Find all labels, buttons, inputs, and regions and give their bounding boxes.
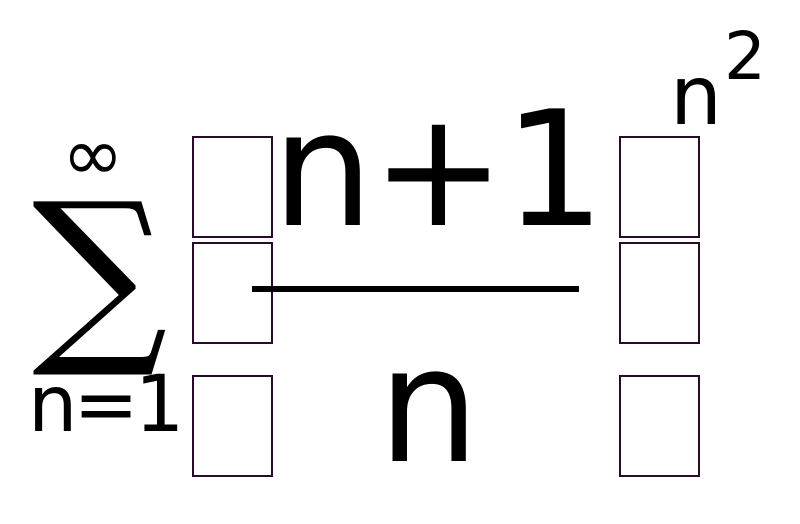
left-paren-bottom-box bbox=[192, 375, 273, 477]
left-paren-middle-box bbox=[192, 242, 273, 344]
right-paren-bottom-box bbox=[619, 375, 700, 477]
right-paren-top-box bbox=[619, 136, 700, 238]
exponent-base: n bbox=[670, 49, 722, 144]
fraction-numerator: n+1 bbox=[272, 76, 605, 263]
right-paren-middle-box bbox=[619, 242, 700, 344]
fraction-bar bbox=[252, 286, 579, 292]
exponent-power: 2 bbox=[724, 18, 766, 95]
left-paren-top-box bbox=[192, 136, 273, 238]
summation-sign: ∑ bbox=[32, 162, 168, 383]
summation-lower-limit: n=1 bbox=[28, 360, 184, 450]
summation-upper-limit: ∞ bbox=[62, 112, 124, 198]
fraction-denominator: n bbox=[378, 312, 480, 499]
